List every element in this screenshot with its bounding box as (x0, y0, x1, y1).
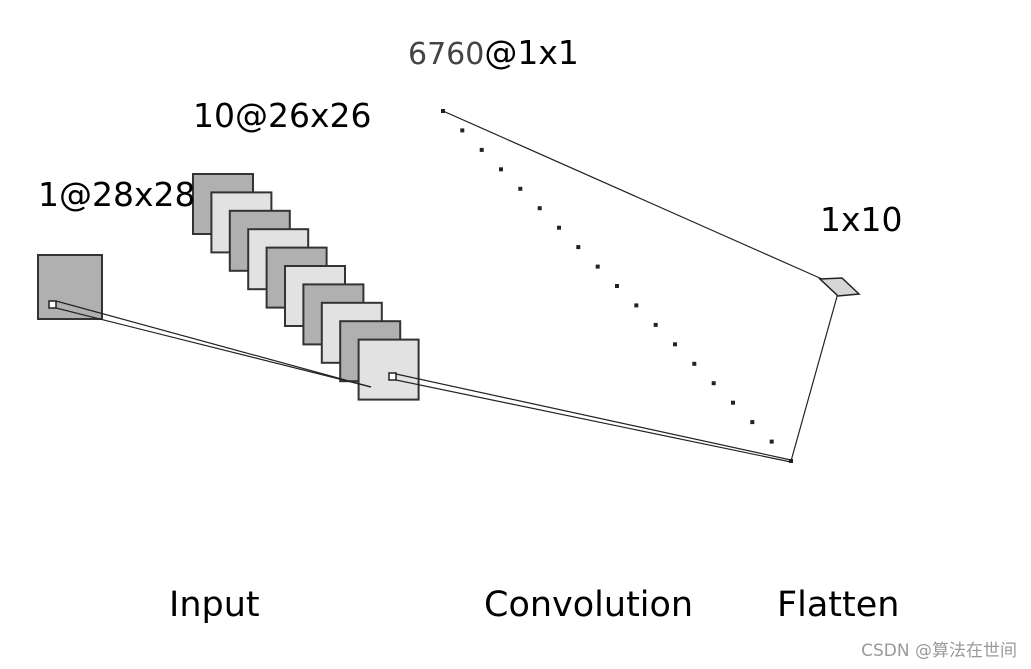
input-dimension-label: 1@28x28 (38, 175, 196, 214)
flatten-dot (692, 361, 697, 366)
input-to-conv-line-bottom (55, 307, 372, 388)
stage-label-input: Input (169, 585, 260, 625)
flatten-dot (557, 225, 561, 230)
stage-label-flatten: Flatten (777, 585, 900, 625)
stage-label-convolution: Convolution (484, 585, 694, 625)
flatten-dot (518, 186, 523, 191)
flatten-dot (499, 167, 503, 172)
flatten-dot (731, 400, 735, 405)
flatten-dimension-label: 6760@1x1 (408, 36, 579, 70)
flatten-dot (615, 284, 619, 288)
input-kernel-window (48, 300, 57, 309)
flatten-dot (634, 303, 639, 308)
flatten-to-output-line-top (442, 110, 823, 280)
output-dimension-label: 1x10 (820, 200, 903, 239)
flatten-dot (673, 342, 677, 347)
flatten-shape: @1x1 (484, 33, 579, 72)
flatten-dot (711, 381, 716, 386)
output-neuron-block (818, 277, 861, 297)
flatten-dot (595, 264, 600, 269)
watermark: CSDN @算法在世间 (861, 641, 1017, 661)
flatten-dot (479, 147, 484, 152)
flatten-count: 6760 (408, 37, 485, 72)
flatten-dot (576, 245, 581, 250)
flatten-dot (537, 206, 542, 211)
flatten-dot (653, 322, 658, 327)
flatten-dot (769, 439, 774, 444)
conv-feature-map (357, 338, 420, 401)
conv-kernel-window (388, 372, 397, 381)
conv-to-flatten-line-top (395, 373, 792, 461)
conv-dimension-label: 10@26x26 (193, 96, 372, 135)
conv-feature-map-stack (192, 173, 420, 401)
input-image-square (37, 254, 103, 320)
flatten-dot (750, 420, 755, 425)
flatten-to-output-line-bottom (790, 292, 839, 462)
input-to-conv-line-top (55, 300, 372, 388)
flatten-vector-dots (441, 109, 793, 463)
conv-to-flatten-line-bottom (395, 379, 792, 463)
flatten-dot (460, 128, 465, 133)
